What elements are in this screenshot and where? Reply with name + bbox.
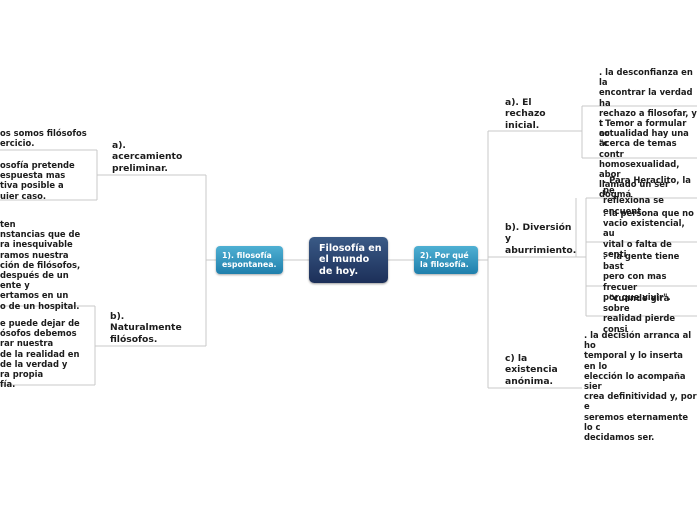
note-circunstancias[interactable]: ten nstancias que de ra inesquivable ram… — [0, 219, 81, 311]
subtopic-existencia-anonima[interactable]: c) la existencia anónima. — [505, 353, 558, 387]
note-cuando-gira[interactable]: . "cuando gira sobre realidad pierde con… — [603, 293, 676, 334]
note-vacio-existencial[interactable]: . la persona que no vacio existencial, a… — [603, 208, 694, 259]
subtopic-rechazo-inicial[interactable]: a). El rechazo inicial. — [505, 97, 546, 131]
note-decision-arranca[interactable]: . la decisión arranca al ho temporal y l… — [584, 330, 697, 443]
subtopic-naturalmente-filosofos[interactable]: b). Naturalmente filósofos. — [110, 311, 182, 345]
topic-node-por-que-la-filosofia[interactable]: 2). Por qué la filosofía. — [414, 246, 478, 274]
note-filosofos-ejercicio[interactable]: os somos filósofos ercicio. — [0, 128, 87, 149]
note-desconfianza[interactable]: . la desconfianza en la encontrar la ver… — [599, 67, 697, 149]
subtopic-diversion-aburrimiento[interactable]: b). Diversión y aburrimiento. — [505, 222, 577, 256]
central-topic-node[interactable]: Filosofía en el mundo de hoy. — [309, 237, 388, 283]
note-heraclito[interactable]: . Para Heraclito, la pe reflexiona se en… — [603, 175, 691, 216]
note-temor-formular[interactable]: . Temor a formular co acerca de temas co… — [599, 118, 687, 200]
note-no-puede-dejar[interactable]: e puede dejar de ósofos debemos rar nues… — [0, 318, 80, 390]
topic-node-filosofia-espontanea[interactable]: 1). filosofía espontanea. — [216, 246, 283, 274]
subtopic-acercamiento-preliminar[interactable]: a). acercamiento preliminar. — [112, 140, 183, 174]
note-gente-tiene[interactable]: . "la gente tiene bast pero con mas frec… — [603, 251, 680, 302]
note-filosofia-pretende[interactable]: osofía pretende espuesta mas tiva posibl… — [0, 160, 75, 201]
